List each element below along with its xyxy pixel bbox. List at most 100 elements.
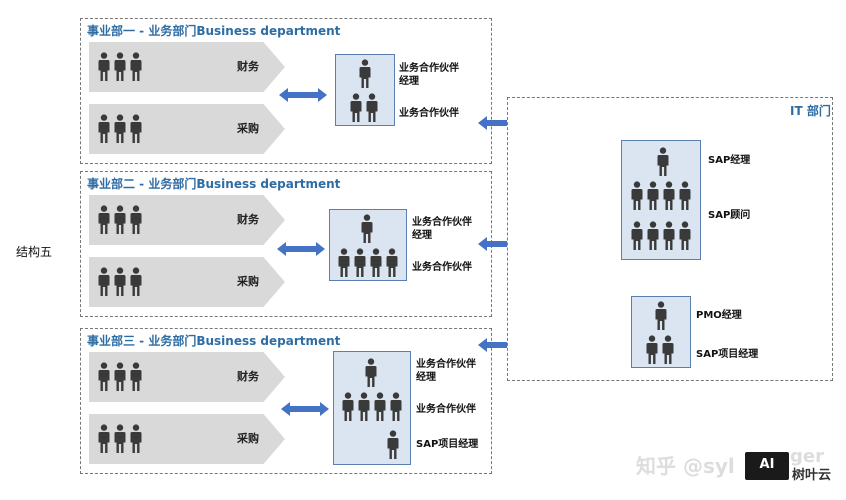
person-icon	[129, 424, 143, 454]
people-group	[654, 301, 668, 331]
person-icon	[97, 52, 111, 82]
person-icon	[337, 248, 351, 278]
role-label: 业务合作伙伴 经理	[399, 63, 459, 87]
partner-box	[335, 54, 395, 126]
person-icon	[129, 205, 143, 235]
person-icon	[113, 205, 127, 235]
person-icon	[386, 430, 400, 460]
chevron-procurement: 采购	[89, 414, 285, 464]
people-group	[97, 114, 143, 144]
person-icon	[369, 248, 383, 278]
department-2: 事业部二 - 业务部门Business department 财务 采购 业务合	[80, 171, 492, 317]
role-label: SAP经理	[708, 155, 751, 166]
person-icon	[97, 424, 111, 454]
partner-box	[329, 209, 407, 281]
chevron-label: 财务	[237, 213, 259, 226]
person-icon	[365, 93, 379, 123]
watermark-text: 知乎 @syl	[636, 454, 735, 478]
person-icon	[373, 392, 387, 422]
role-label: 业务合作伙伴 经理	[412, 217, 472, 241]
double-arrow-icon	[478, 237, 524, 251]
person-icon	[630, 221, 644, 251]
chevron-label: 财务	[237, 60, 259, 73]
chevron-finance: 财务	[89, 42, 285, 92]
role-label: 业务合作伙伴	[399, 108, 459, 119]
department-3: 事业部三 - 业务部门Business department 财务 采购	[80, 328, 492, 474]
person-icon	[97, 114, 111, 144]
chevron-finance: 财务	[89, 195, 285, 245]
person-icon	[349, 93, 363, 123]
sap-box	[621, 140, 701, 260]
people-group	[360, 214, 374, 244]
department-title: 事业部二 - 业务部门Business department	[87, 177, 341, 191]
person-icon	[357, 392, 371, 422]
person-icon	[113, 52, 127, 82]
chevron-procurement: 采购	[89, 104, 285, 154]
role-label: PMO经理	[696, 310, 742, 321]
person-icon	[113, 267, 127, 297]
person-icon	[113, 114, 127, 144]
person-icon	[129, 267, 143, 297]
it-department: IT 部门 SAP经理 SAP顾问 PMO经理 SAP项目经理	[507, 97, 833, 381]
people-group	[97, 362, 143, 392]
person-icon	[97, 362, 111, 392]
chevron-label: 采购	[237, 275, 259, 288]
role-label: SAP项目经理	[416, 439, 479, 450]
people-group	[97, 205, 143, 235]
department-title: 事业部一 - 业务部门Business department	[87, 24, 341, 38]
double-arrow-icon	[279, 88, 327, 102]
person-icon	[389, 392, 403, 422]
person-icon	[97, 205, 111, 235]
person-icon	[385, 248, 399, 278]
double-arrow-icon	[277, 242, 325, 256]
people-group	[349, 93, 379, 123]
person-icon	[630, 181, 644, 211]
role-label: 业务合作伙伴	[412, 262, 472, 273]
department-1: 事业部一 - 业务部门Business department 财务 采购 业务合…	[80, 18, 492, 164]
people-group	[97, 52, 143, 82]
watermark-logo: AI	[745, 452, 789, 480]
person-icon	[656, 147, 670, 177]
structure-label: 结构五	[16, 245, 53, 259]
person-icon	[360, 214, 374, 244]
person-icon	[646, 221, 660, 251]
role-label: SAP顾问	[708, 210, 751, 221]
double-arrow-icon	[478, 338, 524, 352]
people-group	[386, 430, 400, 460]
chevron-label: 采购	[237, 122, 259, 135]
person-icon	[129, 52, 143, 82]
people-group	[341, 392, 403, 422]
person-icon	[678, 221, 692, 251]
role-label: 业务合作伙伴 经理	[416, 359, 476, 383]
department-title: 事业部三 - 业务部门Business department	[87, 334, 341, 348]
person-icon	[113, 362, 127, 392]
people-group	[364, 358, 378, 388]
person-icon	[678, 181, 692, 211]
people-group	[97, 267, 143, 297]
person-icon	[358, 59, 372, 89]
watermark-text-2: ger	[790, 446, 824, 467]
chevron-label: 采购	[237, 432, 259, 445]
role-label: SAP项目经理	[696, 349, 759, 360]
partner-box	[333, 351, 411, 465]
chevron-procurement: 采购	[89, 257, 285, 307]
person-icon	[129, 362, 143, 392]
person-icon	[364, 358, 378, 388]
people-group	[630, 221, 692, 251]
person-icon	[341, 392, 355, 422]
watermark-brand: 树叶云	[792, 468, 832, 483]
chevron-finance: 财务	[89, 352, 285, 402]
people-group	[337, 248, 399, 278]
people-group	[358, 59, 372, 89]
pmo-box	[631, 296, 691, 368]
person-icon	[645, 335, 659, 365]
role-label: 业务合作伙伴	[416, 404, 476, 415]
it-title: IT 部门	[790, 104, 831, 118]
people-group	[656, 147, 670, 177]
person-icon	[353, 248, 367, 278]
person-icon	[129, 114, 143, 144]
person-icon	[662, 181, 676, 211]
person-icon	[646, 181, 660, 211]
chevron-label: 财务	[237, 370, 259, 383]
person-icon	[661, 335, 675, 365]
